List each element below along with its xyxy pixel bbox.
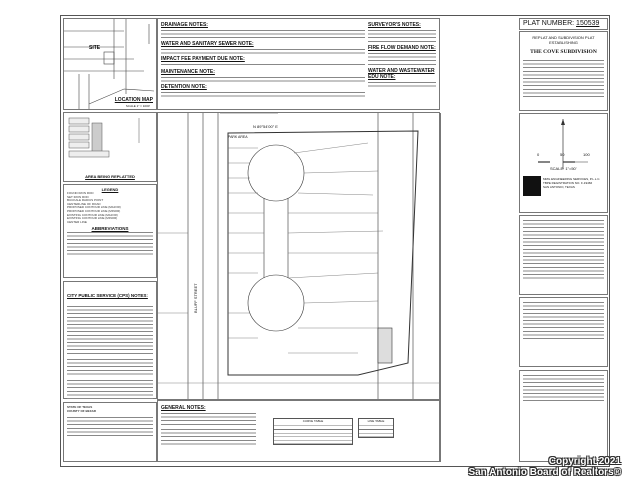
maintenance-note-title: MAINTENANCE NOTE: bbox=[161, 68, 215, 75]
cps-notes-text bbox=[67, 305, 153, 355]
cps-notes-title: CITY PUBLIC SERVICE (CPS) NOTES: bbox=[67, 293, 148, 298]
plat-number-box: PLAT NUMBER: 150539 bbox=[519, 18, 608, 30]
north-arrow-icon bbox=[538, 119, 588, 169]
county-clerk-text bbox=[523, 374, 604, 404]
legend-item: BUCKALE RADIUS POINT bbox=[67, 198, 104, 203]
location-map-drawing: SITE bbox=[64, 19, 155, 109]
site-label: SITE bbox=[89, 45, 101, 51]
edu-note-text bbox=[368, 81, 436, 88]
fire-flow-note-title: FIRE FLOW DEMAND NOTE: bbox=[368, 45, 436, 51]
surveyor-certification: STATE OF TEXAS COUNTY OF BEXAR bbox=[63, 402, 157, 462]
notary-text bbox=[523, 301, 604, 341]
curve-table-title: CURVE TABLE bbox=[274, 419, 352, 423]
copyright-watermark: Copyright 2021 San Antonio Board of Real… bbox=[468, 456, 621, 478]
plat-number-label: PLAT NUMBER: bbox=[523, 20, 575, 27]
surveyor-notes-text bbox=[368, 29, 436, 43]
watermark-line2: San Antonio Board of Realtors® bbox=[468, 467, 621, 478]
plat-subtitle: REPLAT AND SUBDIVISION PLAT ESTABLISHING bbox=[532, 35, 595, 45]
abbreviations-text bbox=[67, 231, 153, 256]
general-notes-text bbox=[161, 412, 256, 426]
fire-flow-note-text bbox=[368, 52, 436, 66]
line-table: LINE TABLE bbox=[358, 418, 394, 438]
general-notes-text bbox=[161, 428, 256, 446]
general-notes-title: GENERAL NOTES: bbox=[161, 405, 206, 411]
general-notes-panel: GENERAL NOTES: CURVE TABLE LINE TABLE bbox=[157, 400, 440, 462]
water-sewer-note-title: WATER AND SANITARY SEWER NOTE: bbox=[161, 41, 254, 47]
bearing-label: N 89°54'00" E bbox=[253, 124, 278, 129]
legend-item: SET IRON ROD bbox=[67, 194, 89, 199]
water-sewer-note-text bbox=[161, 48, 436, 54]
scale-tick: 50 bbox=[560, 152, 565, 157]
location-map-title: LOCATION MAP bbox=[114, 97, 153, 103]
legend-item: EXISTING CONTOUR LINE (MINOR) bbox=[67, 216, 118, 221]
cps-notes-panel: CITY PUBLIC SERVICE (CPS) NOTES: bbox=[63, 281, 157, 401]
certification-text bbox=[67, 416, 153, 437]
scale-label: SCALE: 1"=50' bbox=[550, 166, 577, 171]
location-map: SITE LOCATION MAP SCALE 1" = 1000' bbox=[63, 18, 157, 110]
cps-notes-text bbox=[67, 379, 153, 401]
engineer-city: SAN ANTONIO, TEXAS bbox=[543, 185, 575, 189]
area-replatted-drawing bbox=[68, 117, 140, 158]
legend-item: FOUND IRON ROD bbox=[67, 191, 94, 195]
legend-item: CENTERLINE OF ROAD bbox=[67, 201, 101, 206]
engineer-logo bbox=[523, 176, 541, 196]
scale-tick: 100 bbox=[583, 152, 590, 157]
line-table-title: LINE TABLE bbox=[359, 419, 393, 423]
legend-panel: LEGEND FOUND IRON ROD SET IRON ROD BUCKA… bbox=[63, 184, 157, 278]
scale-tick: 0 bbox=[537, 152, 540, 157]
legend-list: FOUND IRON ROD SET IRON ROD BUCKALE RADI… bbox=[67, 191, 153, 224]
legend-item: PROPOSED CONTOUR LINE (MINOR) bbox=[67, 208, 121, 213]
detention-note-text bbox=[161, 90, 436, 98]
street-label: BLUFF STREET bbox=[193, 283, 198, 313]
drainage-notes-text bbox=[161, 29, 436, 39]
owner-dedication-text bbox=[523, 219, 604, 279]
notary-box bbox=[519, 297, 608, 367]
state-title: STATE OF TEXAS bbox=[67, 405, 93, 409]
title-block: REPLAT AND SUBDIVISION PLAT ESTABLISHING… bbox=[519, 31, 608, 111]
approval-box bbox=[440, 113, 518, 462]
legend-title: LEGEND bbox=[101, 187, 119, 192]
abbreviations-title: ABBREVIATIONS bbox=[91, 226, 129, 232]
maintenance-note-text bbox=[161, 75, 436, 82]
watermark-line1: Copyright 2021 bbox=[548, 456, 621, 467]
area-replatted-panel: AREA BEING REPLATTED bbox=[63, 112, 157, 182]
park-area-label: PARK AREA bbox=[228, 135, 248, 139]
plat-number: 150539 bbox=[576, 20, 600, 27]
legend-item: CENTER LINE bbox=[67, 219, 87, 224]
plat-linework bbox=[158, 112, 439, 399]
detention-note-title: DETENTION NOTE: bbox=[161, 83, 207, 90]
drainage-notes-title: DRAINAGE NOTES: bbox=[161, 22, 208, 28]
county-title: COUNTY OF BEXAR bbox=[67, 408, 96, 413]
surveyor-notes-title: SURVEYOR'S NOTES: bbox=[368, 22, 421, 28]
owner-dedication-box bbox=[519, 215, 608, 295]
engineer-registration: TBPE REGISTRATION NO. F-19466 bbox=[543, 181, 593, 185]
county-clerk-box bbox=[519, 370, 608, 462]
subdivision-name: THE COVE SUBDIVISION bbox=[530, 49, 597, 55]
surveyor-notes-panel: SURVEYOR'S NOTES: FIRE FLOW DEMAND NOTE:… bbox=[365, 18, 440, 110]
legend-item: EXISTING CONTOUR LINE (MAJOR) bbox=[67, 212, 118, 217]
location-map-scale: SCALE 1" = 1000' bbox=[125, 104, 150, 108]
curve-table: CURVE TABLE bbox=[273, 418, 353, 445]
plat-drawing: N 89°54'00" E PARK AREA BLUFF STREET bbox=[157, 112, 440, 400]
impact-fee-note-text bbox=[161, 63, 436, 67]
cps-notes-text bbox=[67, 358, 153, 376]
area-replatted-title: AREA BEING REPLATTED bbox=[85, 174, 135, 179]
subdivision-description bbox=[523, 59, 604, 99]
impact-fee-note-title: IMPACT FEE PAYMENT DUE NOTE: bbox=[161, 56, 245, 62]
edu-note-title: WATER AND WASTEWATER EDU NOTE: bbox=[368, 68, 435, 80]
engineer-name: MMG ENGINEERING SERVICES, P.L.L.C. bbox=[543, 177, 601, 181]
legend-item: PROPOSED CONTOUR LINE (MAJOR) bbox=[67, 205, 121, 210]
north-arrow-scale-box: 0 50 100 SCALE: 1"=50' MMG ENGINEERING S… bbox=[519, 113, 608, 213]
